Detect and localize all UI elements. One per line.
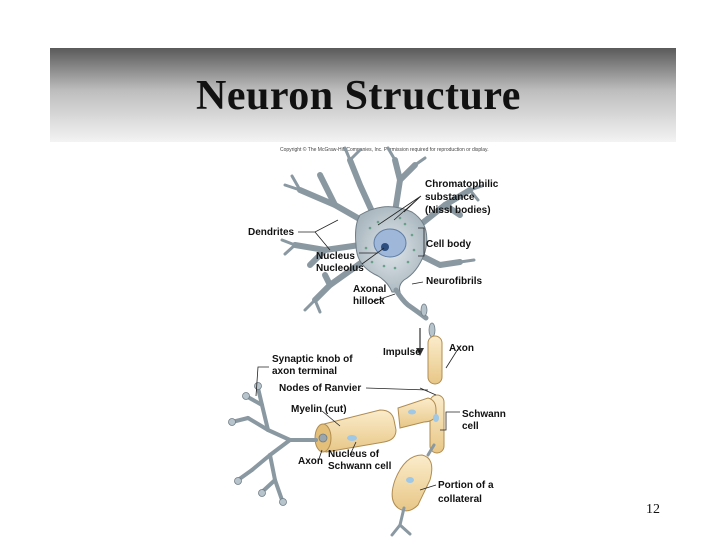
myelin-segments-collateral (391, 454, 433, 512)
label-cell-body: Cell body (426, 239, 472, 250)
leader-lines (255, 195, 460, 491)
label-nucleus-of-1: Nucleus of (328, 449, 380, 460)
label-dendrites: Dendrites (248, 227, 295, 238)
label-synaptic-1: Synaptic knob of (272, 354, 353, 365)
label-nucleus-of-2: Schwann cell (328, 461, 392, 472)
page-number: 12 (646, 502, 660, 517)
label-chromatophilic-1: Chromatophilic (425, 179, 499, 190)
label-nucleolus: Nucleolus (316, 263, 364, 274)
label-neurofibrils: Neurofibrils (426, 276, 483, 287)
label-nodes-of-ranvier: Nodes of Ranvier (279, 383, 362, 394)
soma-dendrites (292, 157, 473, 303)
label-axon-bottom: Axon (298, 456, 323, 467)
synaptic-knobs (228, 382, 287, 506)
label-impulse: Impulse (383, 347, 421, 358)
label-portion-1: Portion of a (438, 480, 494, 491)
schwann-nuclei (347, 409, 439, 483)
copyright-notice: Copyright © The McGraw-Hill Companies, I… (280, 147, 489, 153)
collateral-terminal (390, 443, 436, 537)
label-chromatophilic-2: substance (425, 192, 475, 203)
slide-title: Neuron Structure (196, 73, 521, 119)
label-axonal-1: Axonal (353, 284, 387, 295)
label-nucleus: Nucleus (316, 251, 355, 262)
nissl-bodies (364, 216, 416, 270)
label-synaptic-2: axon terminal (272, 366, 338, 377)
title-band (50, 48, 676, 142)
myelin-segments-horizontal (319, 397, 437, 453)
impulse-arrow (416, 328, 424, 356)
nucleus-shape (373, 228, 407, 258)
axon-proximal (393, 287, 429, 321)
label-myelin-cut: Myelin (cut) (291, 404, 347, 415)
myelin-segments-vertical (427, 335, 445, 454)
myelin-cut-axon (318, 433, 328, 443)
label-schwann-2: cell (462, 421, 479, 432)
label-portion-2: collateral (438, 494, 482, 505)
label-axonal-2: hillock (353, 296, 385, 307)
label-schwann-1: Schwann (462, 409, 506, 420)
label-chromatophilic-3: (Nissl bodies) (425, 205, 491, 216)
soma-dendrite-tips (280, 146, 484, 314)
label-axon-top: Axon (449, 343, 474, 354)
axon-fragments (420, 303, 436, 338)
